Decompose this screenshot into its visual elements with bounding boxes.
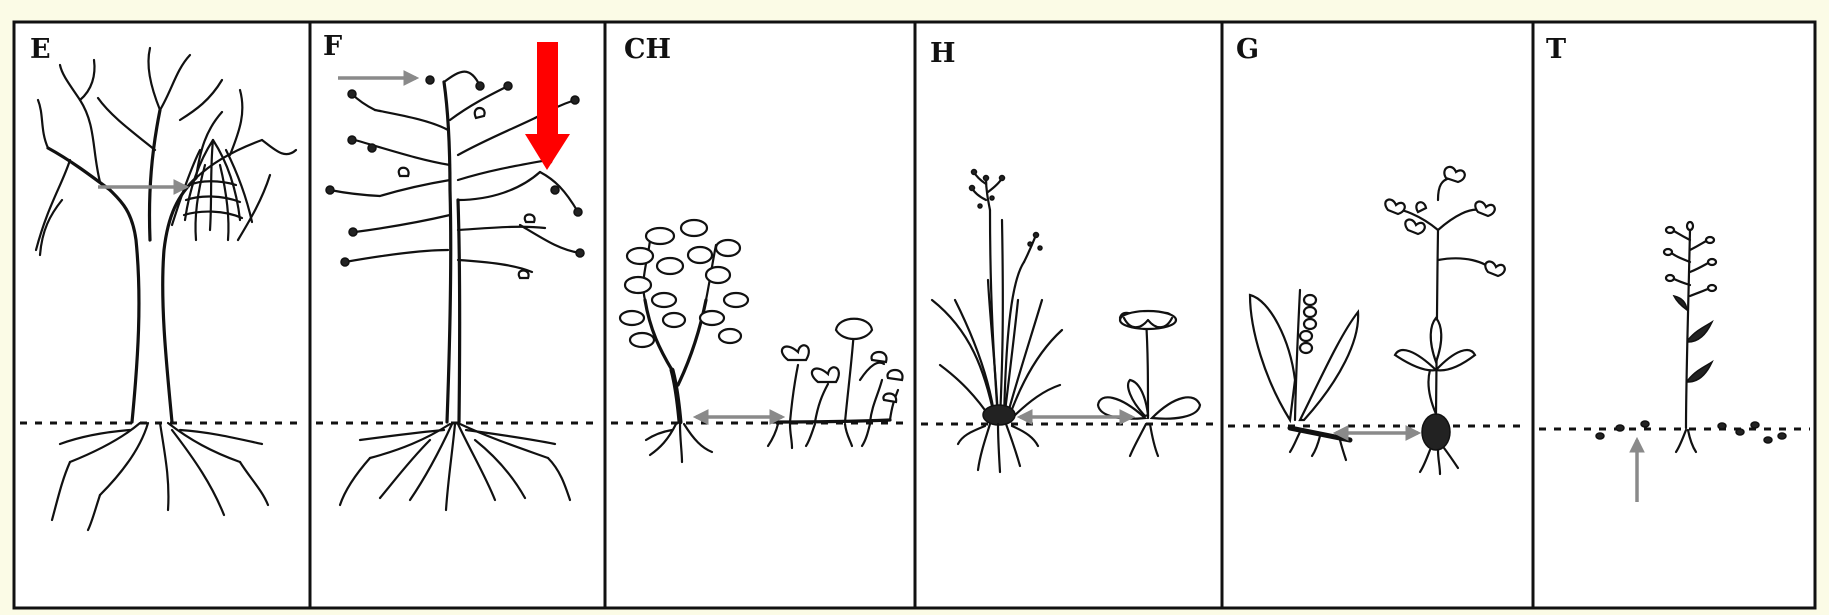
panel-label-f: F (323, 31, 342, 62)
panel-label-t: T (1546, 34, 1566, 65)
panel-label-ch: CH (624, 34, 671, 65)
panel-label-e: E (30, 34, 51, 65)
panel-label-g: G (1236, 34, 1259, 65)
panel-label-h: H (930, 38, 956, 69)
